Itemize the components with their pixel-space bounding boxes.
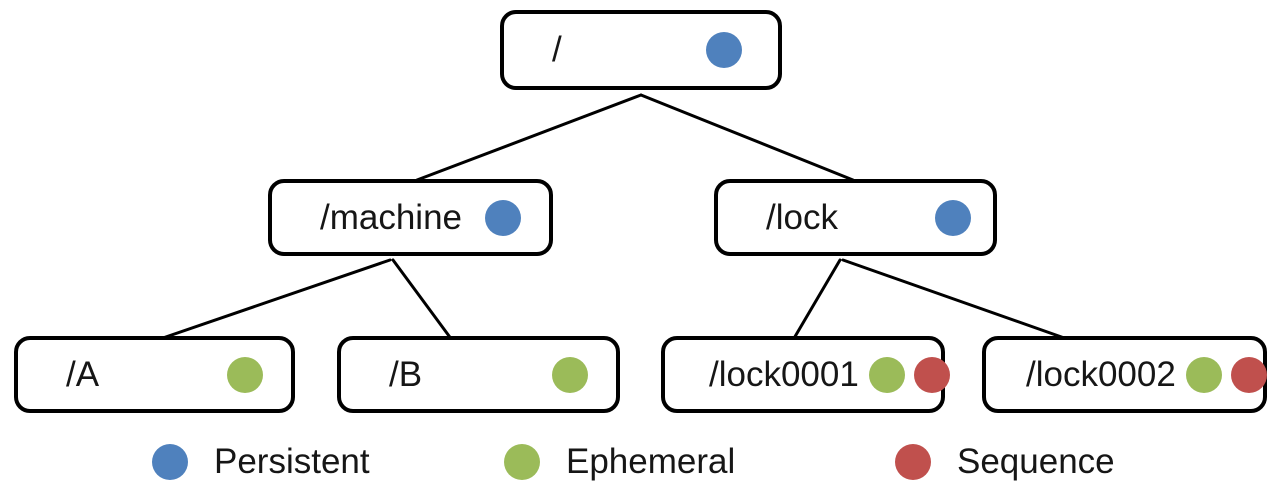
- node-type-dots: [868, 356, 950, 393]
- node-type-dots: [1185, 356, 1267, 393]
- tree-node-root: /: [500, 10, 782, 90]
- node-label: /machine: [320, 197, 463, 237]
- ephemeral-dot-icon: [504, 444, 540, 480]
- tree-node-lock0002: /lock0002: [982, 336, 1267, 413]
- legend-item-ephemeral: Ephemeral: [504, 442, 736, 481]
- node-type-dots: [227, 356, 263, 393]
- tree-node-lock0001: /lock0001: [661, 336, 950, 413]
- edge-root-lock: [639, 93, 855, 182]
- persistent-dot-icon: [935, 199, 971, 236]
- ephemeral-dot-icon: [227, 356, 263, 393]
- sequence-dot-icon: [1230, 356, 1267, 393]
- legend-item-persistent: Persistent: [152, 442, 370, 481]
- node-type-dots: [485, 199, 521, 236]
- tree-node-lock: /lock: [714, 179, 997, 256]
- ephemeral-dot-icon: [1185, 356, 1222, 393]
- edge-lock-lock0002: [841, 258, 1072, 342]
- sequence-dot-icon: [895, 444, 931, 480]
- node-type-dots: [552, 356, 588, 393]
- ephemeral-dot-icon: [552, 356, 588, 393]
- node-label: /lock0001: [709, 354, 859, 394]
- edge-root-machine: [415, 93, 643, 182]
- node-type-dots: [935, 199, 971, 236]
- node-label: /B: [389, 354, 423, 394]
- persistent-dot-icon: [485, 199, 521, 236]
- tree-node-b: /B: [337, 336, 620, 413]
- persistent-dot-icon: [706, 32, 742, 68]
- node-label: /lock: [766, 197, 838, 237]
- tree-node-a: /A: [14, 336, 295, 413]
- edge-machine-b: [391, 258, 454, 342]
- node-label: /lock0002: [1026, 354, 1176, 394]
- legend-label: Ephemeral: [566, 442, 736, 481]
- legend-label: Persistent: [214, 442, 370, 481]
- edge-machine-a: [155, 258, 392, 342]
- persistent-dot-icon: [152, 444, 188, 480]
- tree-node-machine: /machine: [268, 179, 553, 256]
- ephemeral-dot-icon: [868, 356, 905, 393]
- sequence-dot-icon: [913, 356, 950, 393]
- edge-lock-lock0001: [791, 258, 842, 342]
- legend-label: Sequence: [957, 442, 1115, 481]
- node-type-dots: [706, 32, 742, 68]
- node-label: /A: [66, 354, 100, 394]
- node-label: /: [552, 30, 562, 69]
- legend-item-sequence: Sequence: [895, 442, 1115, 481]
